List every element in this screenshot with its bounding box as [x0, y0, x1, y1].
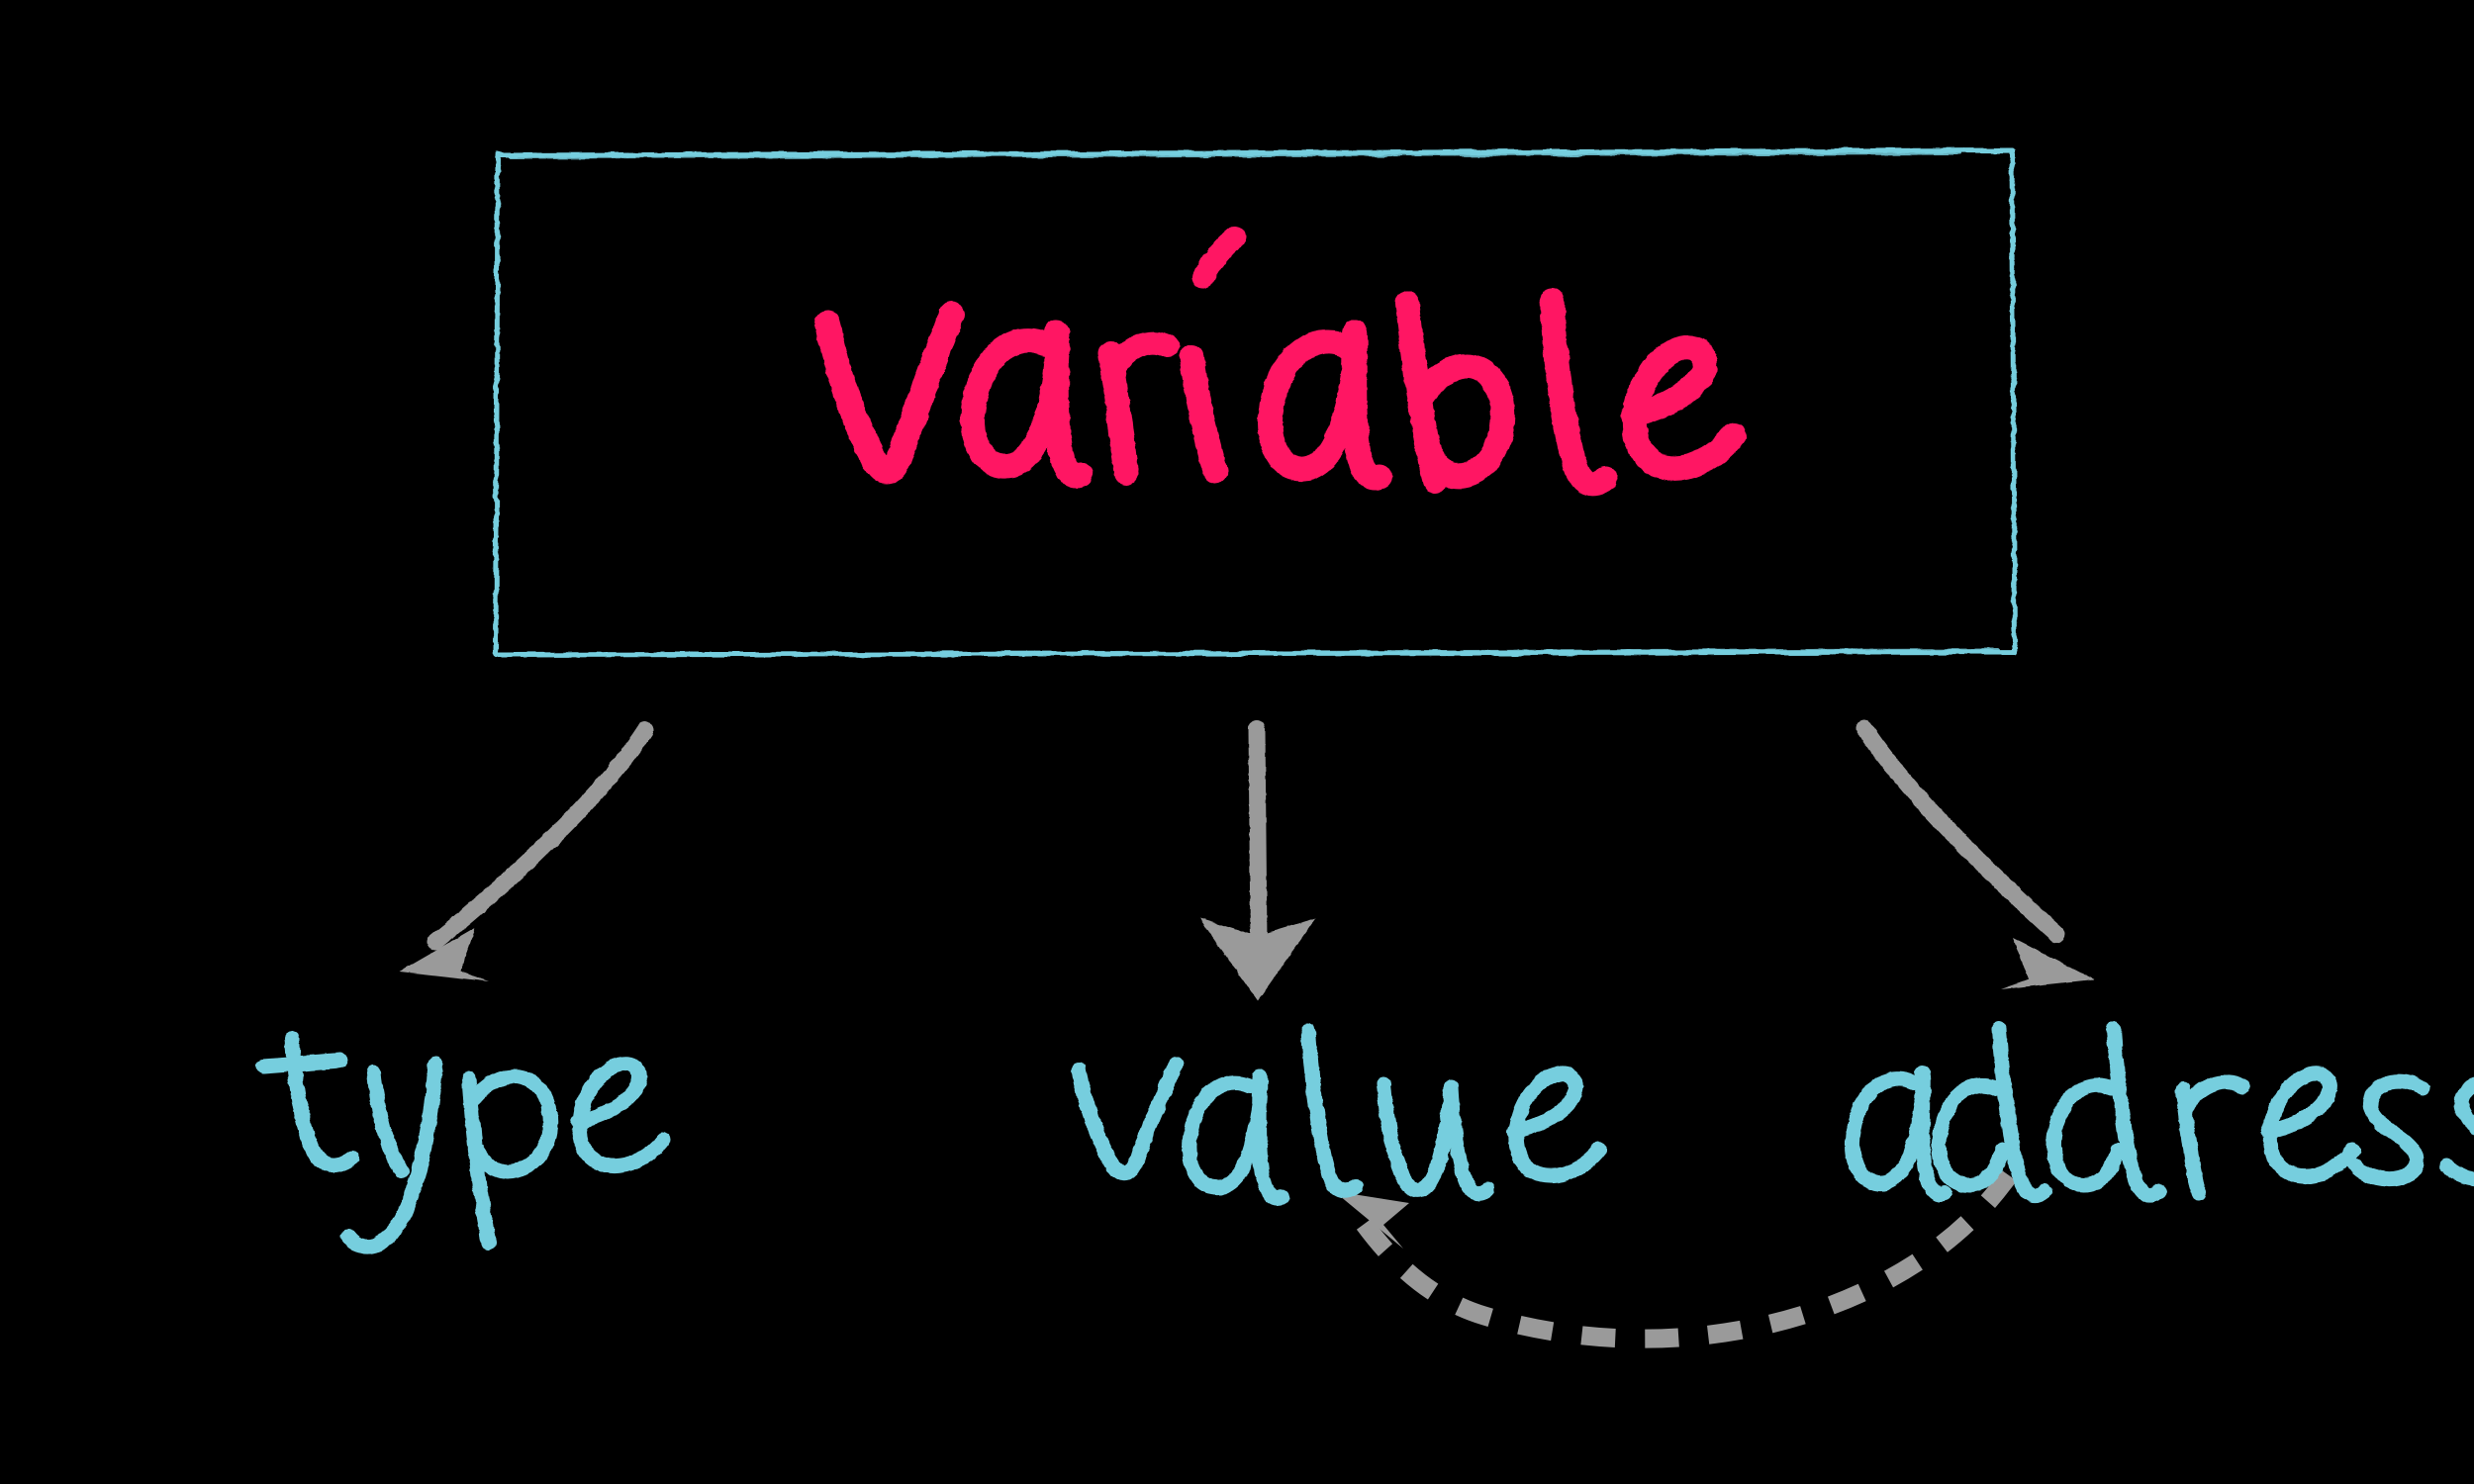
arrow-to-type: [400, 721, 654, 981]
label-value-text: value: [1069, 1108, 1072, 1109]
label-type: [255, 1031, 671, 1254]
label-address-text: address: [1851, 1108, 1855, 1109]
variable-box-border: [493, 147, 2018, 658]
label-type-text: type: [257, 1108, 259, 1109]
arrow-to-value: [1199, 719, 1316, 1001]
variable-word-strokes: [814, 227, 1747, 497]
label-value: [1071, 1023, 1607, 1206]
dashed-arrow-address-to-value: [1334, 1169, 2017, 1348]
label-address: [1845, 1021, 2474, 1203]
arrow-to-address: [1856, 719, 2094, 989]
